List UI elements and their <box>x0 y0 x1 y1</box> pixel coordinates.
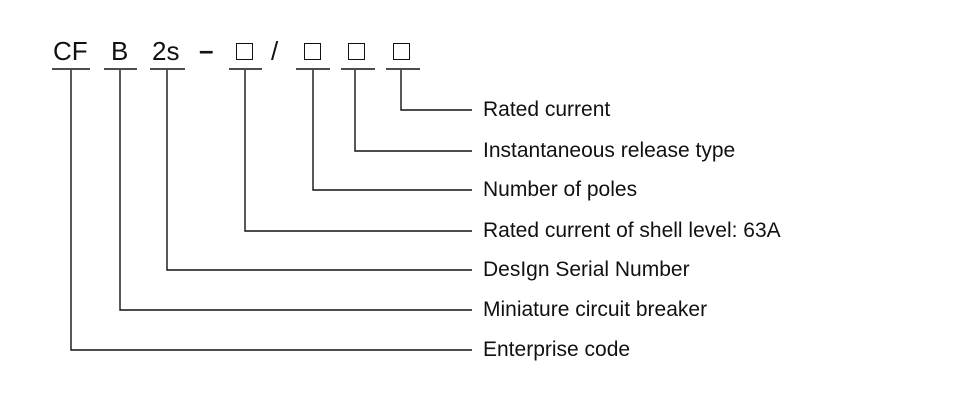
label-design-serial-number: DesIgn Serial Number <box>483 258 690 281</box>
code-part-b: B <box>111 36 129 66</box>
code-part-2s: 2s <box>152 36 180 66</box>
label-enterprise-code: Enterprise code <box>483 338 631 361</box>
label-rated-current: Rated current <box>483 98 611 121</box>
leader-release-type <box>354 70 472 152</box>
placeholder-box-poles <box>304 43 321 60</box>
label-instantaneous-release-type: Instantaneous release type <box>483 139 736 162</box>
code-slash: / <box>271 36 279 66</box>
label-number-of-poles: Number of poles <box>483 178 638 201</box>
leader-shell-level <box>244 70 472 232</box>
leader-mcb <box>119 70 472 311</box>
label-shell-level: Rated current of shell level: 63A <box>483 219 781 242</box>
label-miniature-circuit-breaker: Miniature circuit breaker <box>483 298 708 321</box>
code-dash: – <box>199 35 214 65</box>
placeholder-box-rated-current <box>393 43 410 60</box>
leader-serial <box>166 70 472 271</box>
leader-enterprise <box>70 70 472 351</box>
placeholder-box-shell-current <box>236 43 253 60</box>
code-part-cf: CF <box>53 36 88 66</box>
leader-rated-current <box>400 70 472 111</box>
leader-poles <box>312 70 472 191</box>
placeholder-box-release-type <box>348 43 365 60</box>
